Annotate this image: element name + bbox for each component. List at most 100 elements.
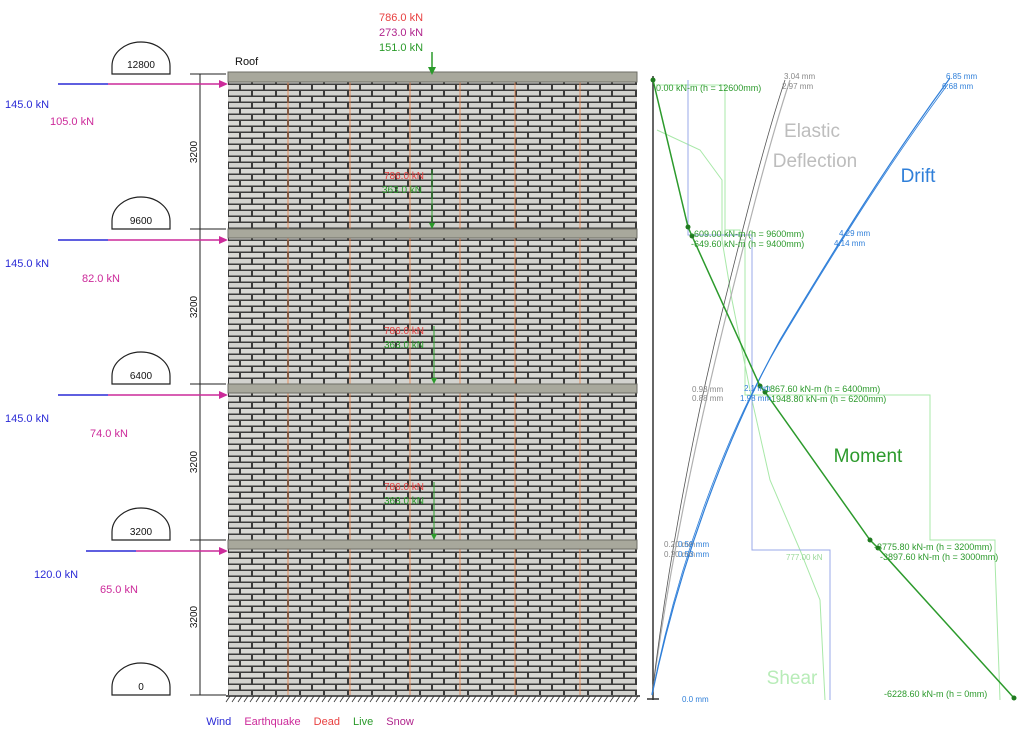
hatch-mark (339, 695, 345, 703)
earthquake-load-label: 65.0 kN (100, 584, 138, 596)
story-height-label: 3200 (189, 605, 200, 628)
elevation-label: 3200 (130, 527, 153, 538)
hatch-mark (429, 695, 435, 703)
load-legend: Wind Earthquake Dead Live Snow (0, 716, 620, 728)
deflection-label: 0.20 mm (664, 540, 695, 549)
story-axial-arrow (431, 326, 437, 384)
hatch-mark (549, 695, 555, 703)
elastic-deflection-curve-2 (651, 79, 786, 696)
hatch-mark (393, 695, 399, 703)
legend-live: Live (353, 716, 374, 728)
moment-point (1011, 695, 1017, 701)
legend-dead: Dead (313, 716, 340, 728)
hatch-mark (285, 695, 291, 703)
hatch-mark (579, 695, 585, 703)
top-dead-load-label: 786.0 kN (379, 12, 423, 24)
hatch-mark (495, 695, 501, 703)
ground-hatch (225, 695, 639, 703)
hatch-mark (273, 695, 279, 703)
hatch-mark (321, 695, 327, 703)
masonry-wall (225, 71, 640, 703)
deflection-label: 3.04 mm (784, 72, 815, 81)
deflection-label: 0.93 mm (692, 385, 723, 394)
hatch-mark (585, 695, 591, 703)
drift-label: 6.68 mm (942, 82, 973, 91)
hatch-mark (351, 695, 357, 703)
elevation-label: 6400 (130, 371, 153, 382)
hatch-mark (543, 695, 549, 703)
hatch-mark (327, 695, 333, 703)
moment-title: Moment (834, 446, 903, 467)
hatch-mark (243, 695, 249, 703)
hatch-mark (501, 695, 507, 703)
moment-label: -1867.60 kN-m (h = 6400mm) (762, 384, 880, 394)
hatch-mark (453, 695, 459, 703)
moment-point (867, 537, 873, 543)
elastic-deflection-title: Deflection (773, 151, 858, 172)
story-dead-load-label: 786.0 kN (384, 326, 424, 337)
elevation-marker-9600: 9600 (111, 196, 171, 230)
floor-slab-9600 (227, 228, 638, 239)
hatch-mark (255, 695, 261, 703)
hatch-mark (387, 695, 393, 703)
hatch-mark (561, 695, 567, 703)
story-live-load-label: 363.0 kN (384, 496, 424, 507)
floor-slab-3200 (227, 539, 638, 550)
story-height-label: 3200 (189, 295, 200, 318)
hatch-mark (423, 695, 429, 703)
hatch-mark (477, 695, 483, 703)
elevation-marker-3200: 3200 (111, 507, 171, 541)
moment-point (650, 77, 656, 83)
story-height-label: 3200 (189, 450, 200, 473)
drift-title: Drift (901, 166, 937, 187)
wind-load-label: 145.0 kN (5, 258, 49, 270)
top-snow-load-label: 273.0 kN (379, 27, 423, 39)
drift-curve-2 (651, 83, 949, 696)
hatch-mark (405, 695, 411, 703)
shear-diagram (656, 84, 1001, 701)
hatch-mark (369, 695, 375, 703)
story-dead-load-label: 786.0 kN (384, 482, 424, 493)
shear-diagram-inner (656, 129, 826, 701)
moment-label: -609.00 kN-m (h = 9600mm) (691, 229, 804, 239)
hatch-mark (345, 695, 351, 703)
hatch-mark (531, 695, 537, 703)
hatch-mark (249, 695, 255, 703)
wind-load-label: 120.0 kN (34, 569, 78, 581)
hatch-mark (411, 695, 417, 703)
dimension-line (190, 73, 226, 696)
hatch-mark (513, 695, 519, 703)
story-axial-arrow (431, 482, 437, 540)
moment-point (757, 383, 763, 389)
story-live-load-label: 363.0 kN (384, 340, 424, 351)
moment-point (762, 389, 768, 395)
shear-title: Shear (767, 668, 818, 689)
wind-load-label: 145.0 kN (5, 413, 49, 425)
hatch-mark (357, 695, 363, 703)
story-axial-arrow (429, 170, 435, 229)
earthquake-load-label: 82.0 kN (82, 273, 120, 285)
hatch-mark (573, 695, 579, 703)
hatch-mark (459, 695, 465, 703)
hatch-mark (507, 695, 513, 703)
hatch-mark (435, 695, 441, 703)
hatch-mark (297, 695, 303, 703)
hatch-mark (441, 695, 447, 703)
deflection-label: 0.88 mm (692, 394, 723, 403)
moment-point (685, 224, 691, 230)
elevation-label: 12800 (127, 60, 155, 71)
moment-label: 0.00 kN-m (h = 12600mm) (656, 83, 761, 93)
wind-load-label: 145.0 kN (5, 99, 49, 111)
hatch-mark (489, 695, 495, 703)
hatch-mark (465, 695, 471, 703)
legend-earthquake: Earthquake (244, 716, 301, 728)
roof-label: Roof (235, 56, 259, 68)
deflection-label: 0.20 mm (664, 550, 695, 559)
moment-points (650, 77, 1017, 701)
diagram-panel (647, 76, 1017, 701)
drift-label: 4.29 mm (839, 229, 870, 238)
hatch-mark (537, 695, 543, 703)
hatch-mark (315, 695, 321, 703)
hatch-mark (399, 695, 405, 703)
